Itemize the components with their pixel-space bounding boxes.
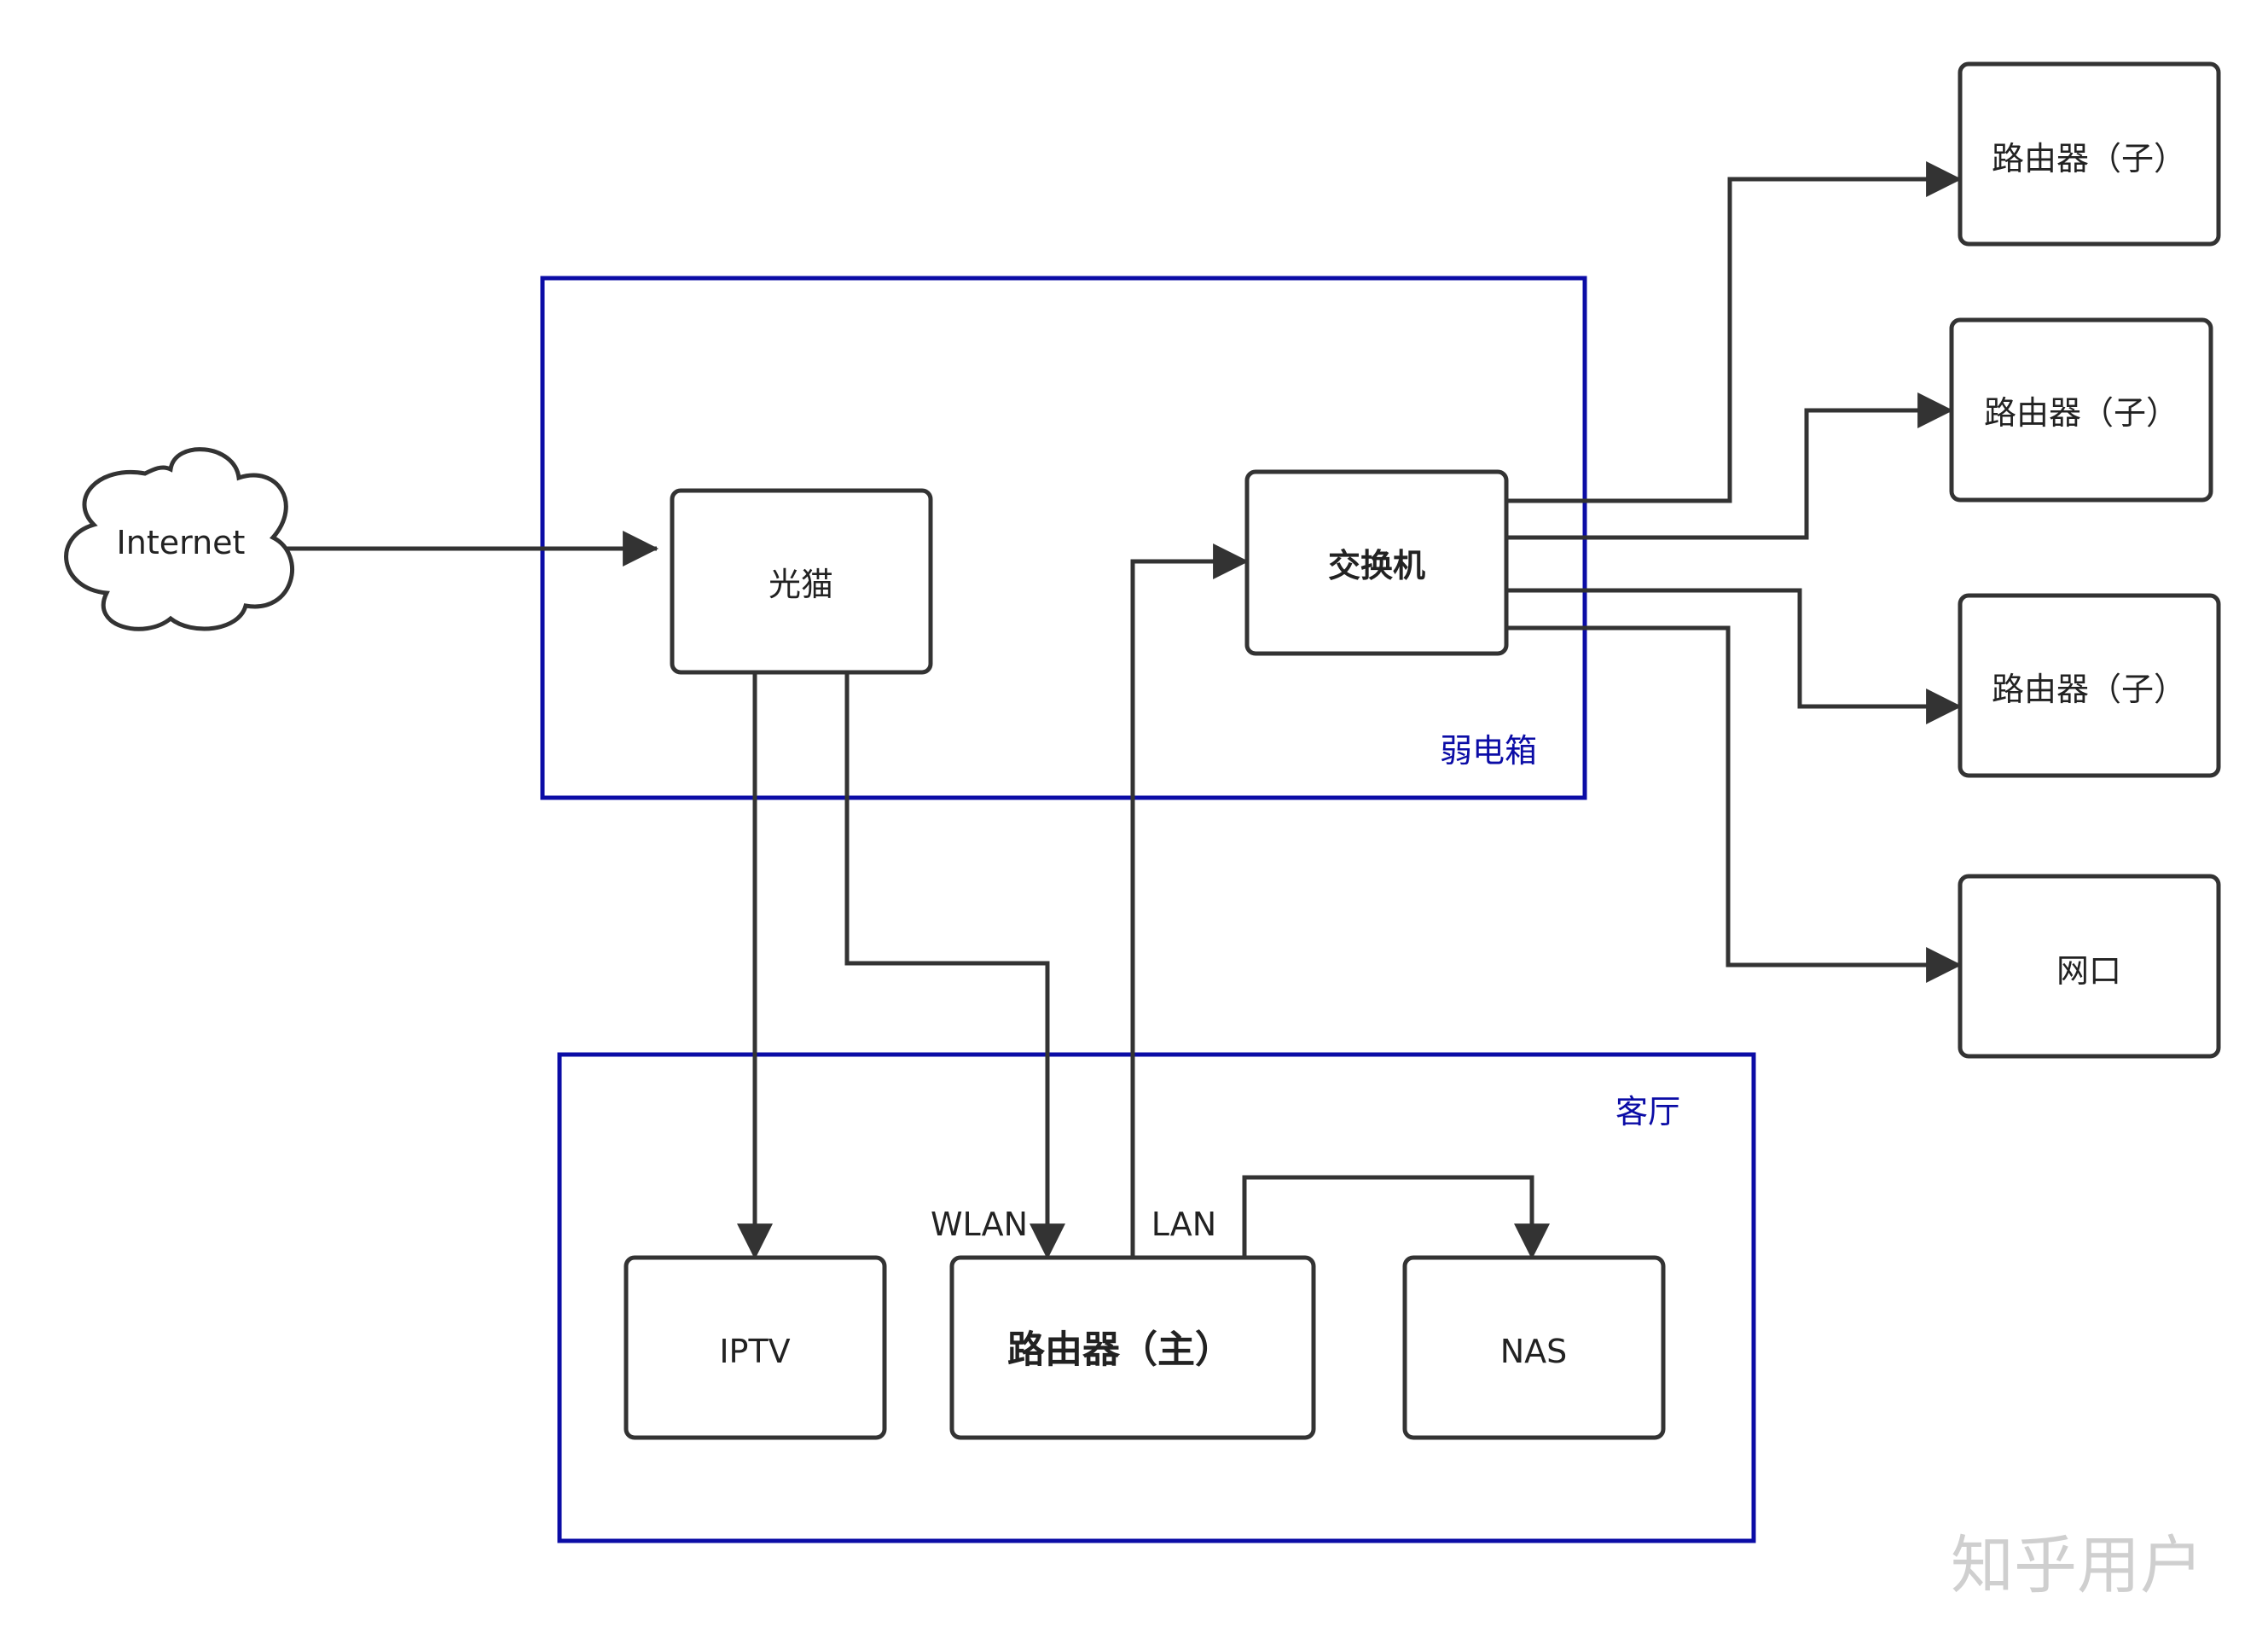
nas-node: NAS bbox=[1402, 1255, 1666, 1440]
internet-cloud: Internet bbox=[64, 447, 294, 631]
main-router-node: 路由器（主） bbox=[949, 1255, 1316, 1440]
watermark: 知乎用户 bbox=[1951, 1529, 2203, 1602]
weak-box-label: 弱电箱 bbox=[1440, 732, 1537, 770]
modem-label: 光猫 bbox=[769, 566, 833, 603]
switch-label: 交换机 bbox=[1328, 547, 1425, 584]
main-router-label: 路由器（主） bbox=[1007, 1328, 1233, 1372]
sub-router-3-label: 路由器（子） bbox=[1992, 671, 2186, 708]
switch-node: 交换机 bbox=[1244, 469, 1509, 656]
sub-router-2-label: 路由器（子） bbox=[1984, 394, 2178, 432]
wlan-label: WLAN bbox=[931, 1206, 1028, 1243]
wire-switch-sub-router-1 bbox=[1506, 161, 1963, 503]
iptv-node: IPTV bbox=[624, 1255, 887, 1440]
sub-router-1-node: 路由器（子） bbox=[1958, 61, 2221, 247]
iptv-label: IPTV bbox=[719, 1333, 790, 1370]
wire-switch-port bbox=[1506, 625, 1963, 983]
port-node: 网口 bbox=[1958, 874, 2221, 1059]
sub-router-2-node: 路由器（子） bbox=[1949, 317, 2213, 503]
wire-main-router-switch bbox=[1130, 543, 1250, 1258]
wire-switch-sub-router-2 bbox=[1506, 392, 1954, 540]
nas-label: NAS bbox=[1500, 1333, 1568, 1370]
internet-label: Internet bbox=[117, 524, 246, 561]
port-label: 网口 bbox=[2056, 952, 2121, 990]
wire-main-router-nas bbox=[1242, 1175, 1550, 1260]
living-room-label: 客厅 bbox=[1615, 1093, 1680, 1130]
lan-label: LAN bbox=[1151, 1206, 1216, 1243]
modem-node: 光猫 bbox=[670, 488, 933, 675]
living-room-zone bbox=[557, 1052, 1756, 1543]
connectors bbox=[286, 161, 1963, 1260]
sub-router-3-node: 路由器（子） bbox=[1958, 593, 2221, 778]
wire-switch-sub-router-3 bbox=[1506, 588, 1963, 724]
wire-modem-main-router bbox=[844, 672, 1065, 1260]
sub-router-1-label: 路由器（子） bbox=[1992, 140, 2186, 177]
